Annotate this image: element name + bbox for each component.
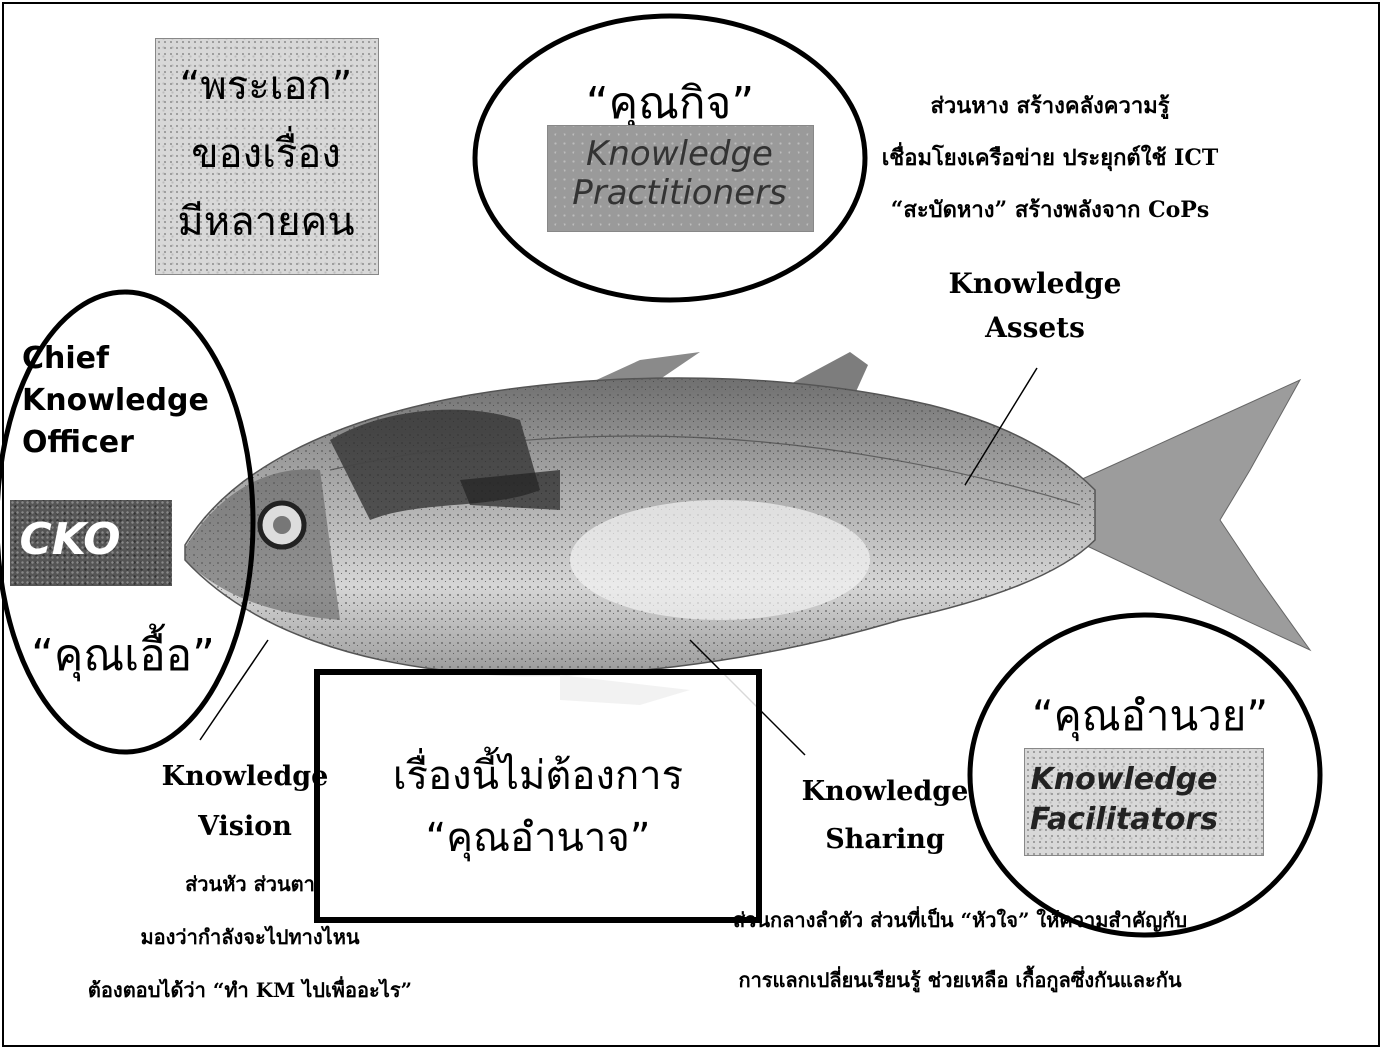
power-box-text: เรื่องนี้ไม่ต้องการ “คุณอำนาจ” [320, 745, 756, 869]
cko-title: Chief Knowledge Officer [22, 338, 242, 464]
power-box-line1: เรื่องนี้ไม่ต้องการ [320, 745, 756, 807]
knowledge-assets-line1: Knowledge [930, 262, 1140, 306]
cko-title-line1: Chief [22, 338, 242, 380]
facilitators-badge-line2: Facilitators [1024, 800, 1224, 840]
cko-badge-text: CKO [10, 515, 130, 566]
facilitators-badge-text: Knowledge Facilitators [1024, 760, 1224, 840]
hero-box-text: “พระเอก” ของเรื่อง มีหลายคน [155, 52, 377, 256]
knowledge-assets-label: Knowledge Assets [930, 262, 1140, 350]
knowledge-sharing-label: Knowledge Sharing [785, 768, 985, 864]
fish-head [185, 469, 340, 620]
knowledge-sharing-line1: Knowledge [785, 768, 985, 816]
tail-text: ส่วนหาง สร้างคลังความรู้ เชื่อมโยงเครือข… [830, 80, 1270, 236]
tail-text-line2: เชื่อมโยงเครือข่าย ประยุกต์ใช้ ICT [830, 132, 1270, 184]
fish-tail [1080, 380, 1310, 650]
knowledge-vision-line1: Knowledge [145, 752, 345, 802]
hero-box-line2: ของเรื่อง [155, 120, 377, 188]
facilitators-badge-line1: Knowledge [1024, 760, 1224, 800]
hero-box-line1: “พระเอก” [155, 52, 377, 120]
knowledge-sharing-desc2: การแลกเปลี่ยนเรียนรู้ ช่วยเหลือ เกื้อกูล… [620, 950, 1300, 1010]
tail-text-line1: ส่วนหาง สร้างคลังความรู้ [830, 80, 1270, 132]
tail-text-line3: “สะบัดหาง” สร้างพลังจาก CoPs [830, 184, 1270, 236]
hero-box-line3: มีหลายคน [155, 188, 377, 256]
knowledge-vision-desc2: มองว่ากำลังจะไปทางไหน [15, 911, 485, 964]
cko-title-line3: Officer [22, 422, 242, 464]
knowledge-vision-desc: ส่วนหัว ส่วนตา มองว่ากำลังจะไปทางไหน ต้อ… [15, 858, 485, 1017]
cko-title-line2: Knowledge [22, 380, 242, 422]
knowledge-vision-desc1: ส่วนหัว ส่วนตา [15, 858, 485, 911]
practitioners-badge-text: Knowledge Practitioners [547, 135, 812, 213]
knowledge-sharing-desc1: ส่วนกลางลำตัว ส่วนที่เป็น “หัวใจ” ให้ควา… [620, 890, 1300, 950]
knowledge-vision-line2: Vision [145, 802, 345, 852]
knowledge-vision-desc3: ต้องตอบได้ว่า “ทำ KM ไปเพื่ออะไร” [15, 964, 485, 1017]
facilitators-title: “คุณอำนวย” [1005, 683, 1295, 749]
knowledge-sharing-line2: Sharing [785, 816, 985, 864]
knowledge-assets-line2: Assets [930, 306, 1140, 350]
knowledge-sharing-desc: ส่วนกลางลำตัว ส่วนที่เป็น “หัวใจ” ให้ควา… [620, 890, 1300, 1010]
knowledge-vision-label: Knowledge Vision [145, 752, 345, 852]
cko-thai-label: “คุณเอื้อ” [8, 620, 238, 690]
practitioners-badge-line2: Practitioners [547, 174, 812, 213]
practitioners-badge-line1: Knowledge [547, 135, 812, 174]
